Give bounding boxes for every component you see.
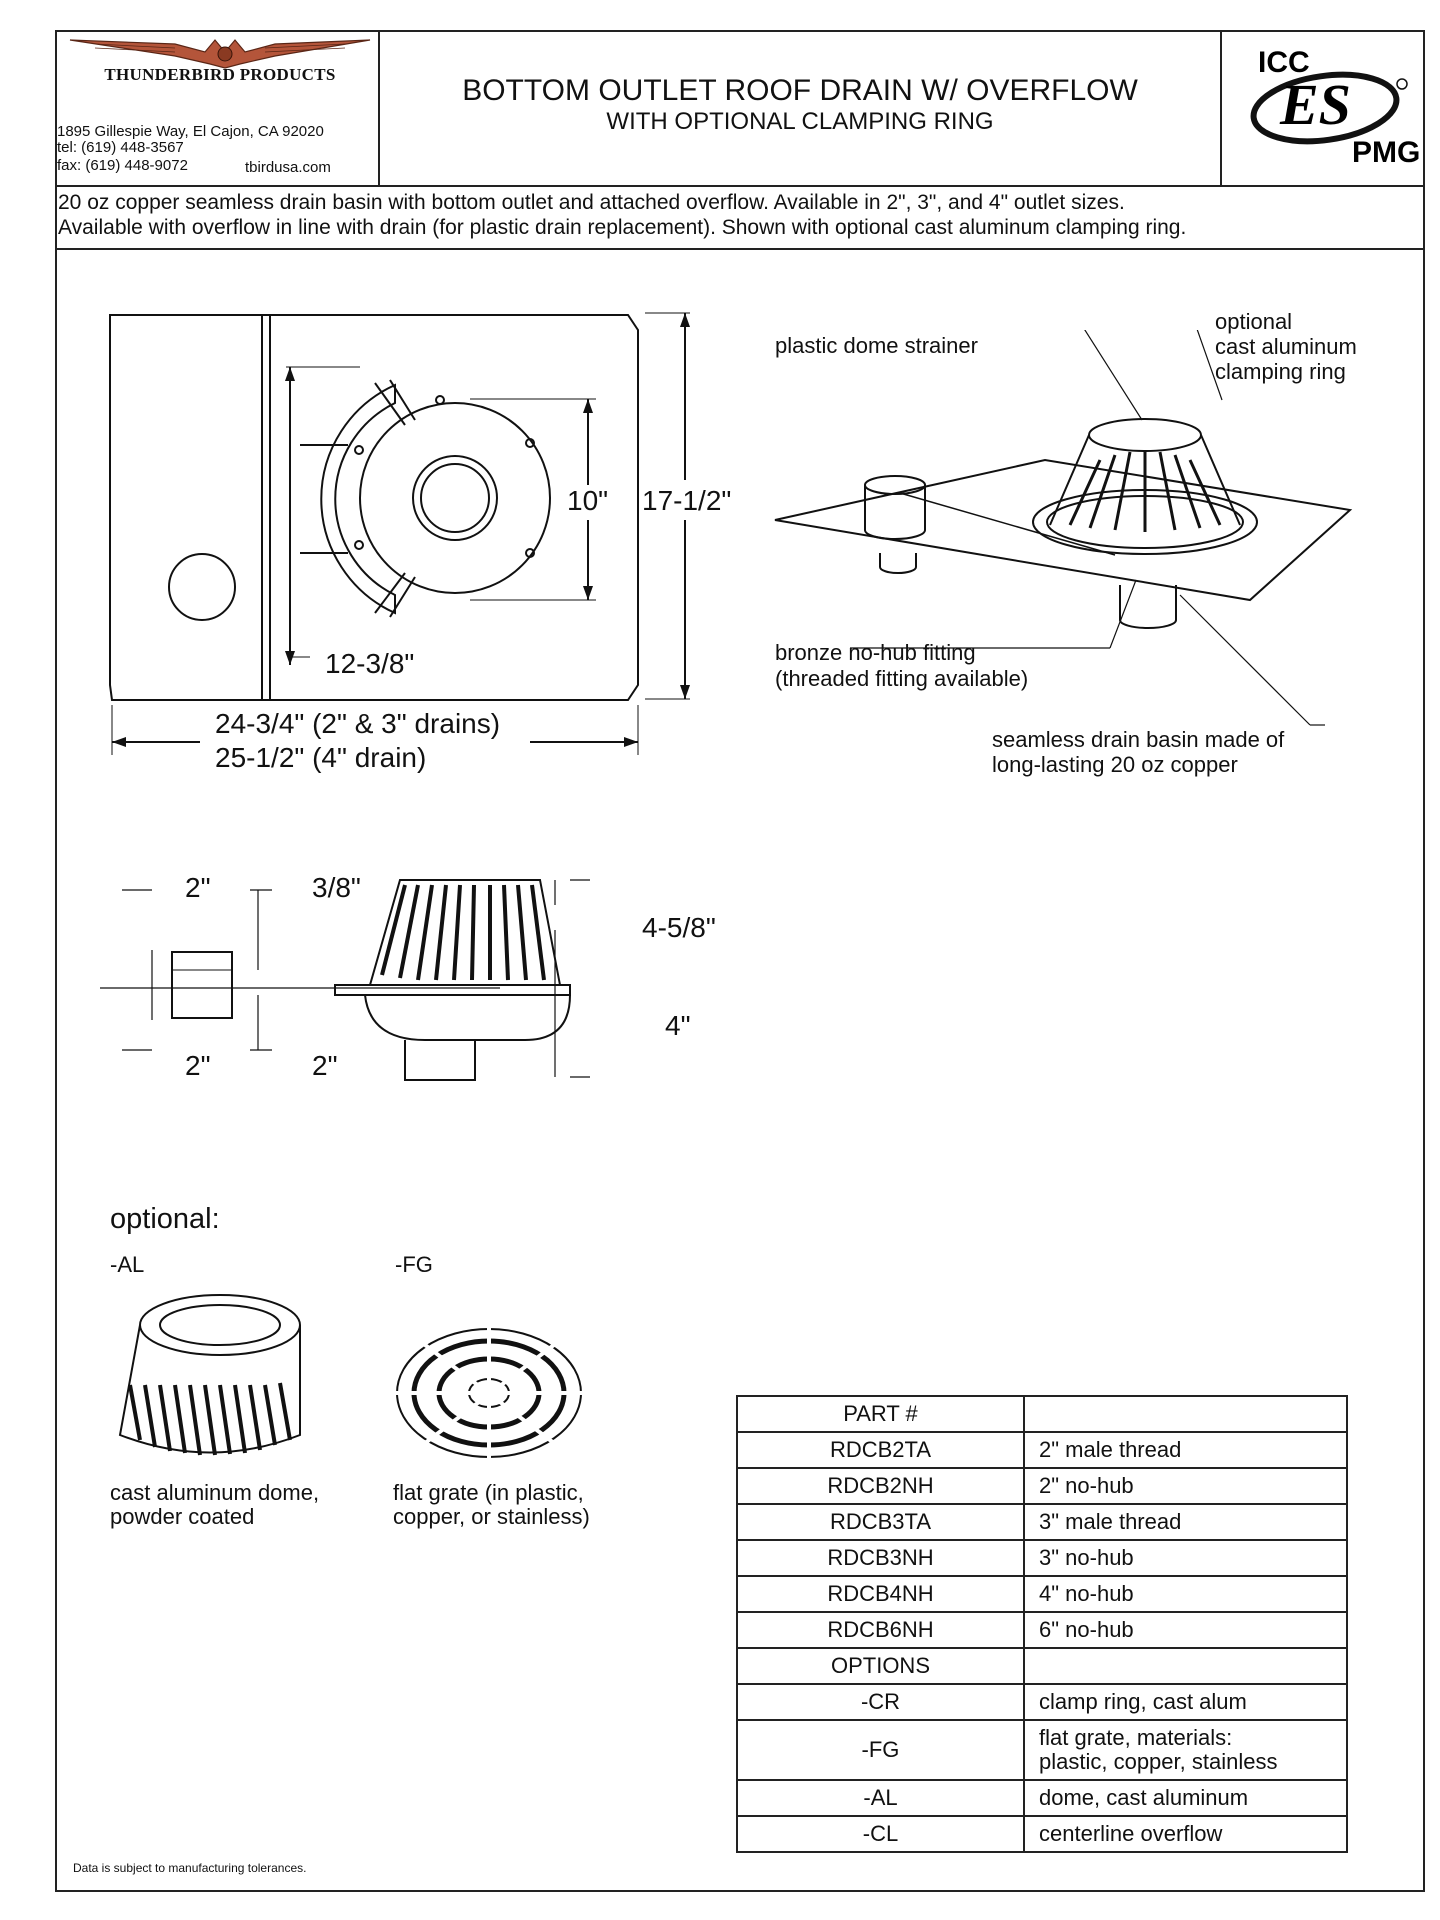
dimension-width-large-drain: 25-1/2" (4" drain) [215,742,427,773]
part-number: RDCB3TA [736,1503,1025,1541]
optional-fg-code: -FG [395,1252,433,1277]
table-header-desc [1023,1395,1348,1433]
table-row: -FG flat grate, materials: plastic, copp… [736,1719,1348,1781]
table-row: -CL centerline overflow [736,1815,1348,1853]
product-description: 20 oz copper seamless drain basin with b… [58,190,1418,240]
table-row: RDCB2TA 2" male thread [736,1431,1348,1469]
part-description: 4" no-hub [1023,1575,1348,1613]
part-number: RDCB4NH [736,1575,1025,1613]
table-row: RDCB6NH 6" no-hub [736,1611,1348,1649]
al-caption-line: cast aluminum dome, [110,1480,320,1505]
description-line: 20 oz copper seamless drain basin with b… [58,191,1125,214]
option-code: -AL [736,1779,1025,1817]
page-title: BOTTOM OUTLET ROOF DRAIN W/ OVERFLOW [462,74,1138,107]
company-name: THUNDERBIRD PRODUCTS [104,65,336,84]
part-number: RDCB2TA [736,1431,1025,1469]
dimension-2-top: 2" [185,872,211,903]
part-description: 3" male thread [1023,1503,1348,1541]
company-website[interactable]: tbirdusa.com [245,159,331,176]
dimension-12-3-8: 12-3/8" [325,648,415,679]
option-description: flat grate, materials: plastic, copper, … [1023,1719,1348,1781]
part-description: 3" no-hub [1023,1539,1348,1577]
part-description: 2" male thread [1023,1431,1348,1469]
part-number: RDCB3NH [736,1539,1025,1577]
section-view-drawing [100,879,590,1081]
option-code: -FG [736,1719,1025,1781]
cert-icc: ICC [1258,46,1310,79]
isometric-view-drawing [774,330,1353,726]
table-options-row: OPTIONS [736,1647,1348,1685]
part-number: RDCB2NH [736,1467,1025,1505]
company-tel: tel: (619) 448-3567 [57,139,184,156]
table-row: -AL dome, cast aluminum [736,1779,1348,1817]
part-description: 2" no-hub [1023,1467,1348,1505]
dimension-4: 4" [665,1010,691,1041]
label-copper: long-lasting 20 oz copper [992,752,1238,777]
option-code: -CR [736,1683,1025,1721]
page-border [55,30,1425,1892]
dimension-17-1-2: 17-1/2" [642,485,732,516]
company-fax: fax: (619) 448-9072 [57,157,188,174]
header-column-divider [1220,30,1222,185]
part-number: RDCB6NH [736,1611,1025,1649]
option-description: clamp ring, cast alum [1023,1683,1348,1721]
label-threaded-fitting: (threaded fitting available) [775,666,1029,691]
cert-pmg: PMG [1352,136,1420,169]
label-clamping-ring: clamping ring [1215,359,1346,384]
footer-note: Data is subject to manufacturing toleran… [73,1861,307,1875]
page-subtitle: WITH OPTIONAL CLAMPING RING [606,108,994,135]
icc-es-pmg-logo-icon: ICC ES PMG [1250,46,1420,169]
option-description: centerline overflow [1023,1815,1348,1853]
table-row: RDCB4NH 4" no-hub [736,1575,1348,1613]
table-header-row: PART # [736,1395,1348,1433]
cast-aluminum-dome-icon [118,1294,301,1456]
table-row: RDCB2NH 2" no-hub [736,1467,1348,1505]
header-divider [55,185,1425,187]
dimension-4-5-8: 4-5/8" [642,912,716,943]
dimension-2-bottom-left: 2" [185,1050,211,1081]
dimension-3-8: 3/8" [312,872,361,903]
option-code: -CL [736,1815,1025,1853]
part-description: 6" no-hub [1023,1611,1348,1649]
dimension-10: 10" [567,485,609,516]
flat-grate-icon [392,1325,592,1465]
dimension-2-bottom-right: 2" [312,1050,338,1081]
option-description-line: flat grate, materials: [1039,1725,1233,1750]
thunderbird-logo-icon [69,39,371,69]
table-row: -CR clamp ring, cast alum [736,1683,1348,1721]
label-plastic-dome-strainer: plastic dome strainer [775,333,978,358]
label-seamless-basin: seamless drain basin made of [992,727,1285,752]
cert-es: ES [1279,72,1351,137]
description-line: Available with overflow in line with dra… [58,216,1187,239]
fg-caption-line: flat grate (in plastic, [393,1480,584,1505]
plan-view-drawing [109,312,690,755]
al-caption-line: powder coated [110,1504,255,1529]
dimension-width-small-drains: 24-3/4" (2" & 3" drains) [215,708,501,739]
option-description-line: plastic, copper, stainless [1039,1749,1278,1774]
optional-heading: optional: [110,1203,220,1235]
option-description: dome, cast aluminum [1023,1779,1348,1817]
label-bronze-fitting: bronze no-hub fitting [775,640,976,665]
label-cast-aluminum: cast aluminum [1215,334,1357,359]
table-row: RDCB3TA 3" male thread [736,1503,1348,1541]
label-optional: optional [1215,309,1293,334]
options-label: OPTIONS [736,1647,1025,1685]
fg-caption-line: copper, or stainless) [393,1504,590,1529]
parts-table: PART # RDCB2TA 2" male thread RDCB2NH 2"… [736,1395,1348,1853]
header-column-divider [378,30,380,185]
table-row: RDCB3NH 3" no-hub [736,1539,1348,1577]
description-divider [55,248,1425,250]
table-header-part: PART # [736,1395,1025,1433]
company-address: 1895 Gillespie Way, El Cajon, CA 92020 [57,123,324,140]
optional-al-code: -AL [110,1252,145,1277]
